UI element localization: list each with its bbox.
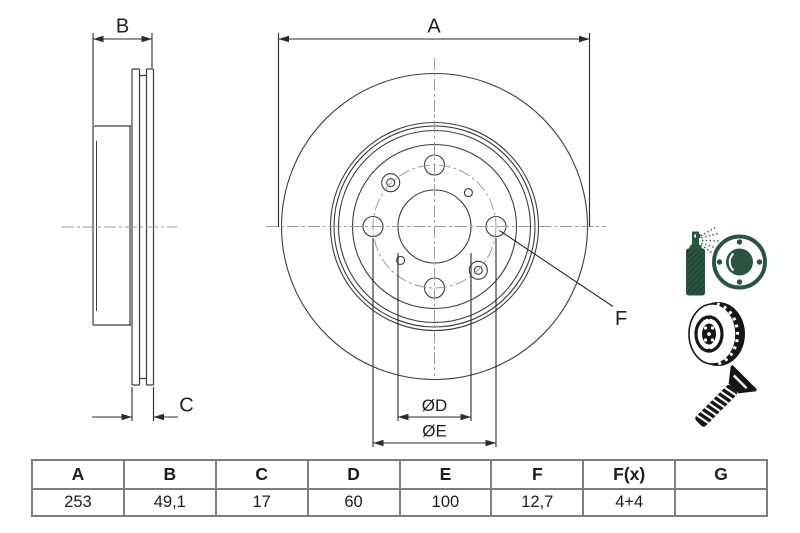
- dim-a-arrow-left: [278, 35, 289, 43]
- spray-can-slit: [694, 234, 696, 238]
- spray-disc-hole-s: [736, 279, 743, 285]
- vented-disc-slots: [716, 302, 740, 366]
- section-view: [92, 68, 155, 386]
- dim-c-extension: [131, 387, 155, 421]
- spec-header-e: E: [398, 459, 493, 490]
- vented-disc-center-dot: [707, 332, 711, 336]
- spec-header-f: F: [490, 459, 585, 490]
- screw-head-top: [730, 364, 758, 392]
- spray-disc-hole-w: [716, 259, 723, 265]
- spec-table-header-row: A B C D E F F(x) G: [31, 459, 768, 490]
- dim-c-arrow-right: [153, 413, 164, 421]
- spec-value-c: 17: [214, 488, 309, 517]
- dim-label-b: B: [116, 16, 129, 38]
- dim-e-extension: [372, 238, 497, 447]
- dim-label-c: C: [179, 395, 193, 417]
- screw-hole-ring-upper-left: [381, 173, 401, 193]
- vented-disc-icon: [688, 302, 745, 366]
- dimension-d: [397, 253, 472, 421]
- screw-shank: [695, 384, 738, 427]
- dim-e-arrow-right: [485, 439, 496, 447]
- dim-a-extension: [277, 33, 591, 227]
- spec-value-f: 12,7: [490, 488, 585, 517]
- spray-disc-hole-e: [756, 259, 763, 265]
- spray-can-button: [697, 234, 701, 238]
- dim-d-arrow-right: [460, 413, 471, 421]
- spec-table: A B C D E F F(x) G 253 49,1 17 60 100 12…: [31, 459, 768, 517]
- dim-b-arrow-right: [141, 35, 152, 43]
- spray-can-body: [686, 248, 705, 296]
- spec-value-e: 100: [398, 488, 493, 517]
- vented-disc-notch-top: [706, 315, 712, 320]
- spec-header-fx: F(x): [582, 459, 677, 490]
- dim-label-a: A: [427, 16, 441, 38]
- leader-f-line: [499, 230, 614, 307]
- dim-label-e: ØE: [422, 422, 447, 441]
- spray-disc-hole-n: [736, 239, 743, 245]
- spray-disc-highlight: [728, 252, 735, 272]
- spec-value-a: 253: [31, 488, 125, 517]
- screw-head: [728, 366, 756, 394]
- dim-b-arrow-left: [93, 35, 104, 43]
- spec-header-c: C: [214, 459, 309, 490]
- spec-header-d: D: [306, 459, 401, 490]
- dimension-b: [92, 33, 153, 125]
- screw-hole-ring-lower-right: [468, 260, 488, 280]
- spec-value-fx: 4+4: [582, 488, 677, 517]
- spec-value-g: [674, 488, 768, 517]
- dim-a-arrow-right: [579, 35, 590, 43]
- dim-d-extension: [397, 253, 472, 421]
- dim-b-extension: [92, 33, 153, 125]
- spec-value-b: 49,1: [122, 488, 217, 517]
- vented-disc-notch-bottom: [706, 348, 712, 353]
- dim-c-arrow-left: [121, 413, 132, 421]
- spray-mist: [700, 226, 722, 255]
- screw-threads: [696, 386, 737, 424]
- small-hole-lower-left: [396, 255, 406, 265]
- spray-can-shoulder: [688, 244, 703, 249]
- coated-disc-spray-icon: [686, 226, 767, 296]
- screw-hole-lower-right: [473, 265, 483, 275]
- front-view-centerlines: [266, 58, 606, 376]
- screw-hole-upper-left: [386, 178, 396, 188]
- dim-label-d: ØD: [422, 396, 448, 415]
- dimension-a: [277, 33, 591, 227]
- dim-e-arrow-left: [373, 439, 384, 447]
- spray-can-nozzle: [692, 231, 699, 245]
- spec-table-value-row: 253 49,1 17 60 100 12,7 4+4: [31, 488, 768, 517]
- countersunk-screw-icon: [695, 364, 758, 427]
- small-hole-upper-right: [463, 188, 473, 198]
- dim-d-arrow-left: [398, 413, 409, 421]
- spec-header-a: A: [31, 459, 125, 490]
- hat-outline: [92, 125, 131, 326]
- dimension-e: [372, 238, 497, 447]
- spec-value-d: 60: [306, 488, 401, 517]
- spec-header-g: G: [674, 459, 768, 490]
- spec-header-b: B: [122, 459, 217, 490]
- dimension-c: [92, 387, 178, 421]
- dim-label-f: F: [615, 308, 627, 330]
- screw-slot: [732, 374, 748, 390]
